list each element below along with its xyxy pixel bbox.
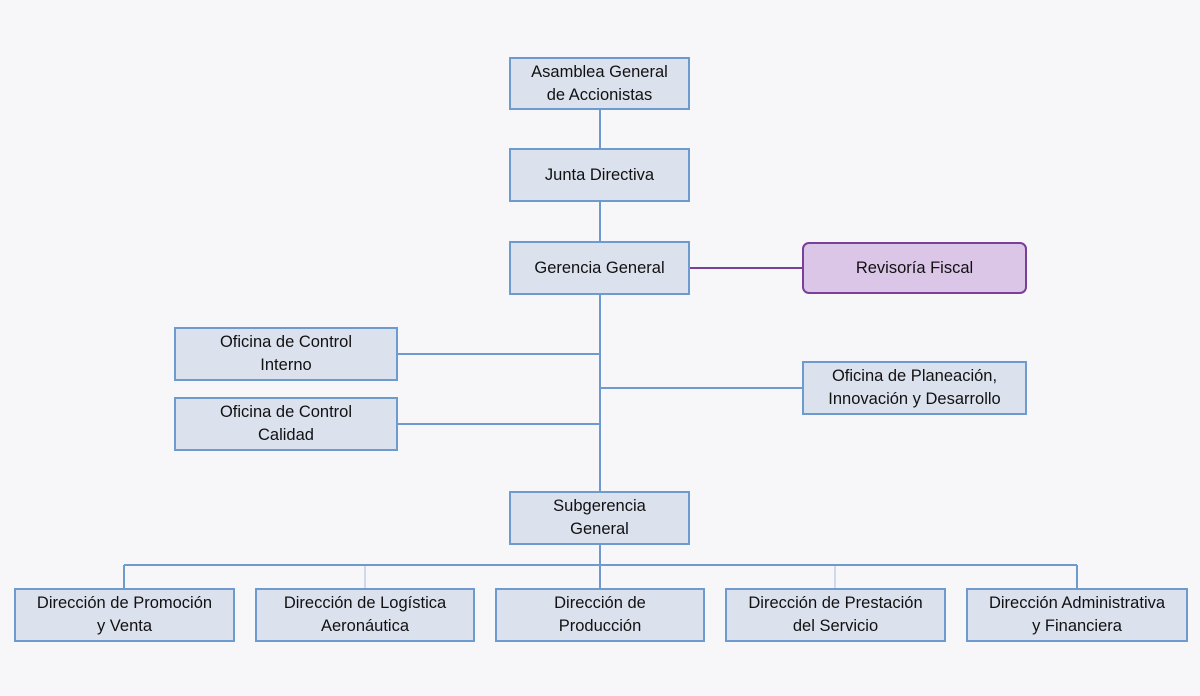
node-administrativa: Dirección Administrativa y Financiera <box>966 588 1188 642</box>
node-revisoria-label: Revisoría Fiscal <box>855 258 974 277</box>
node-logistica-label: Dirección de Logística Aeronáutica <box>283 594 447 635</box>
node-promocion: Dirección de Promoción y Venta <box>14 588 235 642</box>
node-prestacion: Dirección de Prestación del Servicio <box>725 588 946 642</box>
node-control-calidad-label: Oficina de Control Calidad <box>219 403 353 444</box>
node-control-interno: Oficina de Control Interno <box>174 327 398 381</box>
node-asamblea-label: Asamblea General de Accionistas <box>531 62 668 104</box>
node-junta: Junta Directiva <box>509 148 690 202</box>
node-prestacion-label: Dirección de Prestación del Servicio <box>748 594 923 635</box>
node-logistica: Dirección de Logística Aeronáutica <box>255 588 475 642</box>
node-produccion: Dirección de Producción <box>495 588 705 642</box>
node-administrativa-label: Dirección Administrativa y Financiera <box>988 594 1166 635</box>
node-revisoria: Revisoría Fiscal <box>802 242 1027 294</box>
node-asamblea: Asamblea General de Accionistas <box>509 57 690 110</box>
node-produccion-label: Dirección de Producción <box>554 594 646 635</box>
node-planeacion-label: Oficina de Planeación, Innovación y Desa… <box>828 367 1001 408</box>
node-promocion-label: Dirección de Promoción y Venta <box>36 594 213 635</box>
node-subgerencia-label: Subgerencia General <box>553 497 646 538</box>
node-subgerencia: Subgerencia General <box>509 491 690 545</box>
node-gerencia-label: Gerencia General <box>534 258 665 277</box>
node-control-calidad: Oficina de Control Calidad <box>174 397 398 451</box>
node-planeacion: Oficina de Planeación, Innovación y Desa… <box>802 361 1027 415</box>
node-gerencia: Gerencia General <box>509 241 690 295</box>
node-junta-label: Junta Directiva <box>544 165 655 184</box>
node-control-interno-label: Oficina de Control Interno <box>219 333 353 374</box>
